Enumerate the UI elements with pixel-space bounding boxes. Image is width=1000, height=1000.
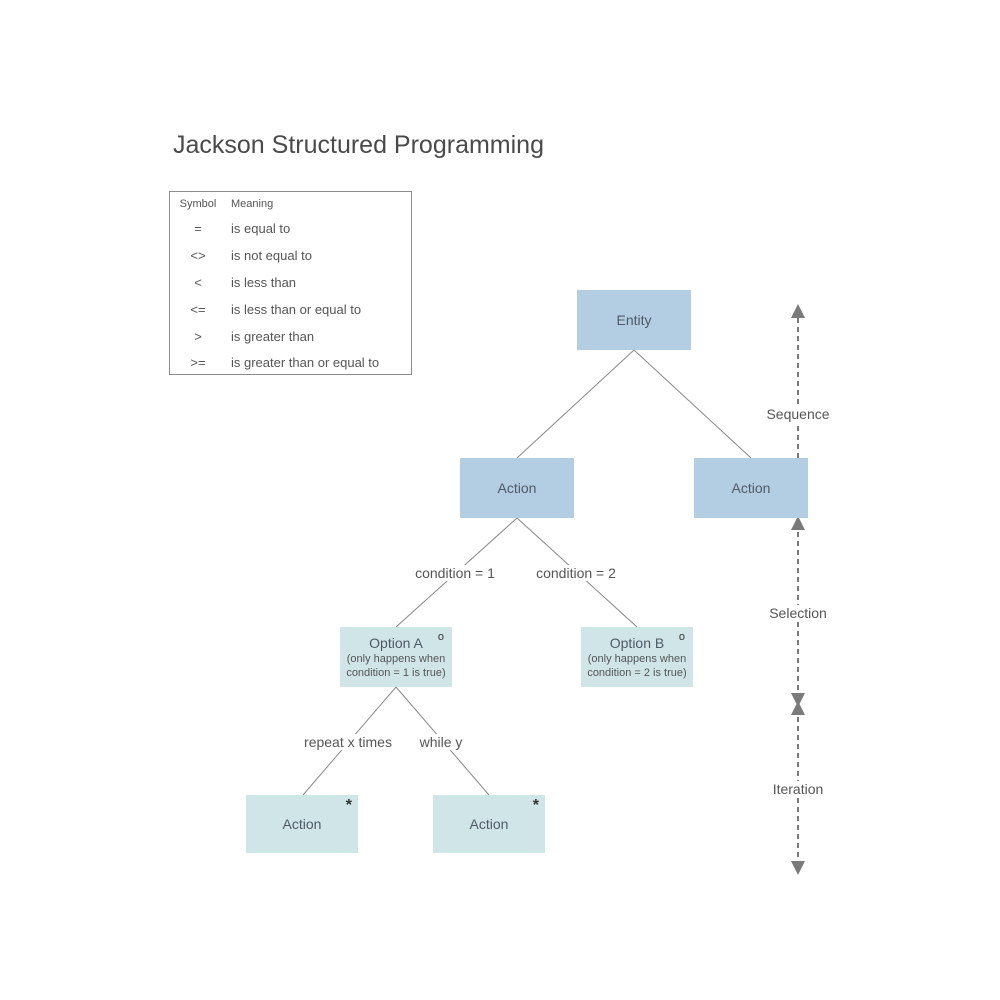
edge-label-condition-2: condition = 2 bbox=[534, 565, 618, 581]
legend-meaning: is greater than or equal to bbox=[231, 355, 380, 370]
action-repeat-node: Action * bbox=[246, 795, 358, 853]
legend-symbol: <> bbox=[190, 248, 206, 263]
legend-symbol-header: Symbol bbox=[179, 198, 217, 210]
selection-label: Selection bbox=[767, 605, 829, 621]
action-right-label: Action bbox=[731, 480, 771, 496]
legend-meaning-header: Meaning bbox=[231, 198, 274, 210]
action-node-right: Action bbox=[694, 458, 808, 518]
iteration-label: Iteration bbox=[770, 781, 826, 797]
option-a-title: Option A bbox=[369, 634, 423, 651]
legend-symbol: = bbox=[194, 221, 202, 236]
edge-label-while: while y bbox=[417, 734, 465, 750]
option-a-detail: (only happens when condition = 1 is true… bbox=[346, 652, 446, 679]
selection-marker: o bbox=[678, 631, 685, 643]
legend-meaning: is not equal to bbox=[231, 248, 312, 263]
action-while-label: Action bbox=[469, 816, 509, 832]
edge-label-repeat: repeat x times bbox=[302, 734, 394, 750]
entity-node: Entity bbox=[577, 290, 691, 350]
action-while-node: Action * bbox=[433, 795, 545, 853]
legend-row: <> is not equal to bbox=[170, 248, 411, 264]
legend-meaning: is less than or equal to bbox=[231, 302, 362, 317]
legend-symbol: > bbox=[194, 329, 202, 344]
iteration-marker: * bbox=[345, 797, 352, 814]
edge-entity-action-right bbox=[633, 349, 752, 459]
sequence-label: Sequence bbox=[764, 406, 832, 422]
legend-symbol: < bbox=[194, 275, 202, 290]
edge-label-condition-1: condition = 1 bbox=[413, 565, 497, 581]
legend-meaning: is less than bbox=[231, 275, 297, 290]
option-b-detail: (only happens when condition = 2 is true… bbox=[587, 652, 687, 679]
legend-row: <= is less than or equal to bbox=[170, 302, 411, 318]
legend-symbol: >= bbox=[190, 355, 206, 370]
legend-symbol: <= bbox=[190, 302, 206, 317]
entity-label: Entity bbox=[616, 312, 652, 328]
legend-meaning: is equal to bbox=[231, 221, 291, 236]
option-b-title: Option B bbox=[609, 634, 665, 651]
legend-row: < is less than bbox=[170, 275, 411, 291]
action-repeat-label: Action bbox=[282, 816, 322, 832]
option-a-node: Option A (only happens when condition = … bbox=[340, 627, 452, 687]
iteration-marker: * bbox=[532, 797, 539, 814]
legend-row: = is equal to bbox=[170, 221, 411, 237]
action-left-label: Action bbox=[497, 480, 537, 496]
legend-row: >= is greater than or equal to bbox=[170, 355, 411, 371]
legend-header: Symbol Meaning bbox=[170, 196, 411, 212]
symbol-legend: Symbol Meaning = is equal to <> is not e… bbox=[169, 191, 412, 375]
action-node-left: Action bbox=[460, 458, 574, 518]
legend-row: > is greater than bbox=[170, 329, 411, 345]
legend-meaning: is greater than bbox=[231, 329, 315, 344]
edge-entity-action-left bbox=[516, 349, 635, 459]
diagram-title: Jackson Structured Programming bbox=[173, 131, 544, 159]
selection-marker: o bbox=[437, 631, 444, 643]
option-b-node: Option B (only happens when condition = … bbox=[581, 627, 693, 687]
